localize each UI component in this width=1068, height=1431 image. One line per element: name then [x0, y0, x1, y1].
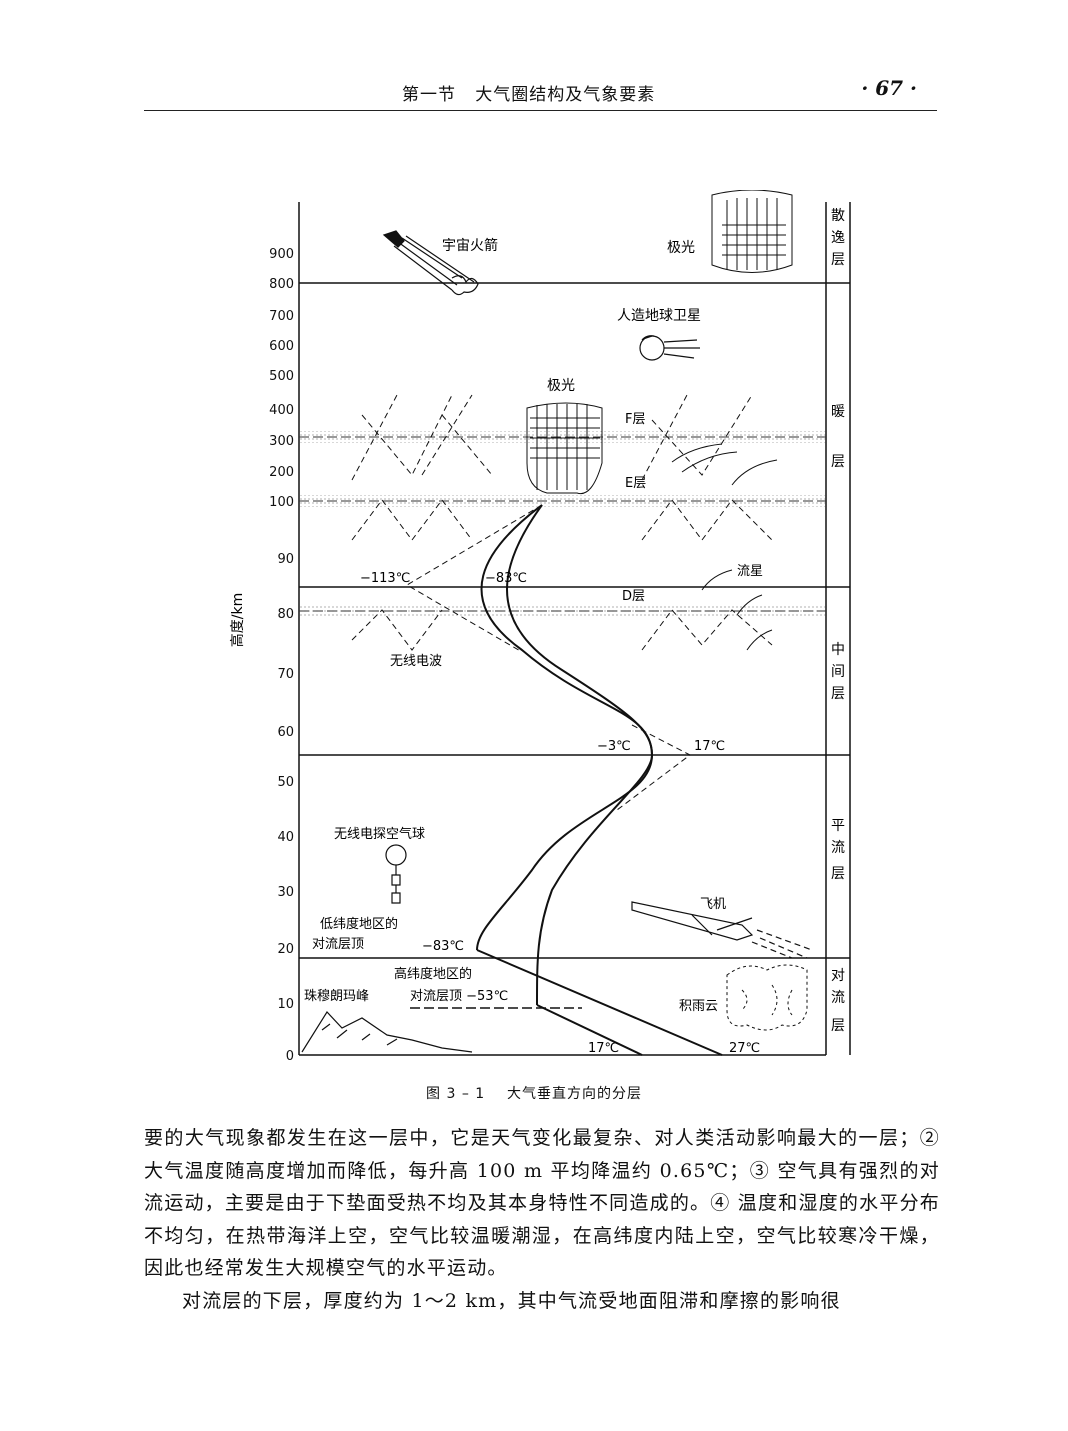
d-layer-band — [299, 605, 826, 617]
mountain-icon — [301, 1011, 473, 1053]
d-layer-label: D层 — [622, 589, 645, 604]
paragraph-2: 对流层的下层，厚度约为 1～2 km，其中气流受地面阻滞和摩擦的影响很 — [182, 1289, 841, 1312]
e-layer-band — [299, 495, 826, 507]
troposphere-label-2: 流 — [831, 990, 845, 1006]
exosphere-label-1: 散 — [831, 208, 845, 224]
f-layer-band — [299, 431, 826, 443]
tick-400: 400 — [269, 403, 294, 418]
tick-40: 40 — [277, 830, 294, 845]
stratosphere-label-2: 流 — [831, 840, 845, 856]
temperature-curve-high-lat — [506, 504, 654, 1006]
figure-svg: 900 800 700 600 500 400 300 200 100 90 8… — [229, 189, 851, 1064]
tick-50: 50 — [277, 775, 294, 790]
high-lat-tropopause-2: 对流层顶 −53℃ — [410, 989, 508, 1004]
low-lat-tropopause-2: 对流层顶 — [312, 937, 364, 952]
balloon-icon — [385, 844, 407, 904]
thermosphere-label-2: 层 — [831, 454, 845, 470]
exosphere-label-2: 逸 — [831, 230, 845, 246]
tick-900: 900 — [269, 247, 294, 262]
rocket-icon — [382, 230, 479, 296]
figure-caption: 图 3 – 1 大气垂直方向的分层 — [426, 1086, 642, 1102]
temp-17-top: 17℃ — [694, 739, 725, 754]
tick-0: 0 — [286, 1049, 294, 1064]
temperature-dashed-upper — [406, 504, 543, 653]
troposphere-lapse-low-lat — [476, 949, 723, 1056]
tick-20: 20 — [277, 942, 294, 957]
tick-90: 90 — [277, 552, 294, 567]
temp-minus-113: −113℃ — [360, 571, 410, 586]
rocket-label: 宇宙火箭 — [442, 237, 498, 254]
temp-17-bottom: 17℃ — [588, 1041, 619, 1056]
aurora-mid-label: 极光 — [547, 378, 575, 394]
everest-label: 珠穆朗玛峰 — [304, 989, 369, 1004]
mesosphere-label-1: 中 — [831, 642, 845, 658]
y-axis-label: 高度/km — [229, 593, 246, 647]
tick-800: 800 — [269, 277, 294, 292]
layer-labels: 散 逸 层 暖 层 中 间 层 平 流 层 对 流 层 — [831, 208, 845, 1034]
thermosphere-label-1: 暖 — [831, 404, 845, 420]
section-title: 第一节 大气圈结构及气象要素 — [402, 85, 656, 105]
stratosphere-label-1: 平 — [831, 818, 845, 834]
airplane-label: 飞机 — [700, 897, 726, 912]
radio-wave-label: 无线电波 — [390, 654, 442, 669]
running-header: 第一节 大气圈结构及气象要素 · 67 · — [144, 70, 937, 111]
paragraph-1: 要的大气现象都发生在这一层中，它是天气变化最复杂、对人类活动影响最大的一层；② … — [144, 1127, 940, 1279]
body-text: 要的大气现象都发生在这一层中，它是天气变化最复杂、对人类活动影响最大的一层；② … — [144, 1122, 940, 1317]
atmosphere-layers-figure: 900 800 700 600 500 400 300 200 100 90 8… — [212, 189, 862, 1065]
aurora-mid-icon — [526, 402, 603, 495]
tick-300: 300 — [269, 434, 294, 449]
satellite-label: 人造地球卫星 — [617, 308, 701, 324]
temp-27-bottom: 27℃ — [729, 1041, 760, 1056]
mesosphere-label-3: 层 — [831, 686, 845, 702]
tick-30: 30 — [277, 885, 294, 900]
high-lat-tropopause-1: 高纬度地区的 — [394, 966, 472, 982]
tick-10: 10 — [277, 997, 294, 1012]
radio-wave-paths — [351, 394, 773, 651]
meteor-icon — [671, 443, 778, 651]
aurora-top-label: 极光 — [667, 240, 695, 256]
mesosphere-label-2: 间 — [831, 664, 845, 680]
page-number: · 67 · — [861, 76, 917, 100]
meteor-label: 流星 — [737, 564, 763, 579]
airplane-icon — [631, 901, 813, 959]
balloon-label: 无线电探空气球 — [334, 826, 425, 842]
tick-100: 100 — [269, 495, 294, 510]
e-layer-label: E层 — [625, 476, 646, 491]
temp-minus-83-top: −83℃ — [485, 571, 527, 586]
low-lat-tropopause-1: 低纬度地区的 — [320, 916, 398, 932]
tick-70: 70 — [277, 667, 294, 682]
cumulonimbus-label: 积雨云 — [679, 999, 718, 1014]
aurora-top-icon — [711, 189, 793, 273]
tick-60: 60 — [277, 725, 294, 740]
f-layer-label: F层 — [625, 412, 645, 427]
tick-600: 600 — [269, 339, 294, 354]
tick-200: 200 — [269, 465, 294, 480]
cloud-icon — [726, 964, 808, 1031]
temperature-dashed-mid — [616, 724, 691, 811]
tick-80: 80 — [277, 607, 294, 622]
troposphere-label-3: 层 — [831, 1018, 845, 1034]
troposphere-label-1: 对 — [831, 968, 845, 984]
troposphere-lapse-high-lat — [536, 1004, 643, 1056]
tick-700: 700 — [269, 309, 294, 324]
y-tick-labels: 900 800 700 600 500 400 300 200 100 90 8… — [269, 247, 294, 1064]
tick-500: 500 — [269, 369, 294, 384]
temp-minus-83-low: −83℃ — [422, 939, 464, 954]
satellite-icon — [639, 335, 700, 361]
stratosphere-label-3: 层 — [831, 866, 845, 882]
exosphere-label-3: 层 — [831, 252, 845, 268]
temp-minus-3: −3℃ — [597, 739, 631, 754]
